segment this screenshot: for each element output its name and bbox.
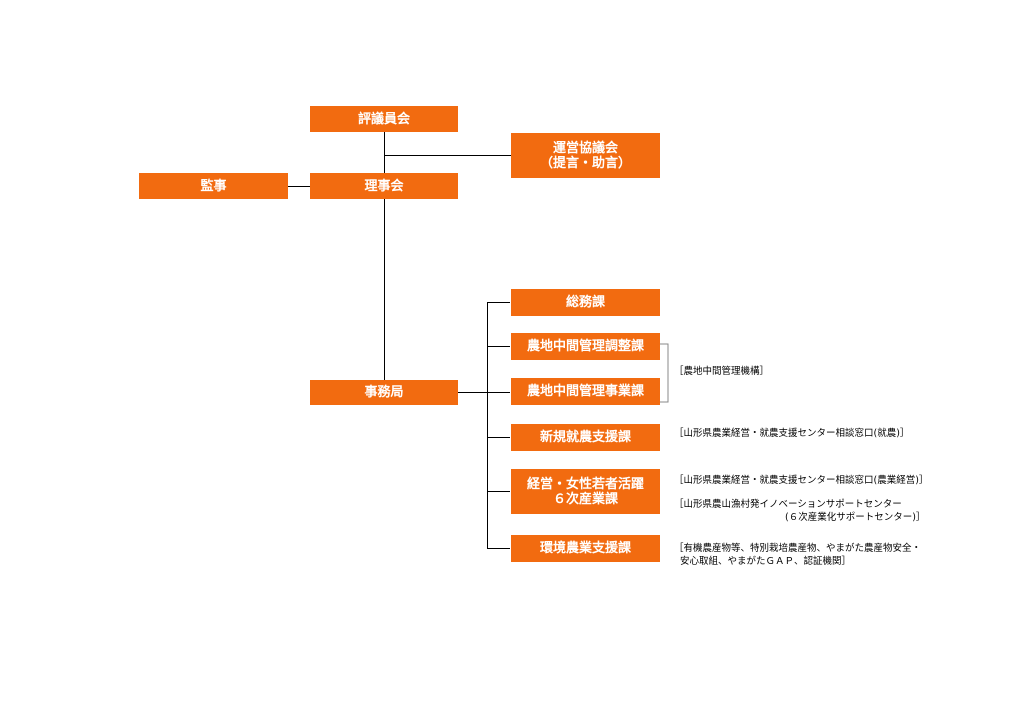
box-nochi-chosei: 農地中間管理調整課: [511, 333, 660, 360]
line-to-nochi-chosei: [487, 346, 510, 347]
line-to-kankyo: [487, 548, 510, 549]
line-kanji-rijikai: [288, 186, 310, 187]
line-jimukyoku-trunk: [457, 392, 487, 393]
box-keiei: 経営・女性若者活躍 ６次産業課: [511, 469, 660, 514]
line-dept-trunk: [487, 302, 488, 548]
note-kankyo: ［有機農産物等、特別栽培農産物、やまがた農産物安全・: [674, 543, 922, 554]
line-to-somuka: [487, 302, 510, 303]
box-keiei-label: 経営・女性若者活躍: [526, 476, 644, 492]
box-somuka: 総務課: [511, 289, 660, 316]
line-to-keiei: [487, 491, 510, 492]
line-to-nochi-jigyo: [487, 392, 510, 393]
box-jimukyoku: 事務局: [310, 380, 458, 405]
box-shinki: 新規就農支援課: [511, 424, 660, 451]
box-rijikai-label: 理事会: [364, 178, 404, 194]
box-kankyo-label: 環境農業支援課: [539, 541, 631, 556]
box-shinki-label: 新規就農支援課: [539, 430, 631, 445]
box-nochi-chosei-label: 農地中間管理調整課: [526, 339, 644, 354]
note-kankyo-sub: 安心取組、やまがたＧＡＰ、認証機関］: [680, 556, 852, 567]
line-hyogiinkai-rijikai: [384, 132, 385, 174]
box-keiei-sublabel: ６次産業課: [552, 491, 618, 507]
box-unei-kyogikai: 運営協議会 （提言・助言）: [511, 133, 660, 178]
box-jimukyoku-label: 事務局: [364, 385, 404, 400]
box-kanji-label: 監事: [200, 178, 227, 194]
note-keiei-madoguchi: ［山形県農業経営・就農支援センター相談窓口(農業経営)］: [674, 475, 929, 486]
note-innovation-sub: (６次産業化サポートセンター)］: [785, 512, 926, 523]
note-shinki-madoguchi: ［山形県農業経営・就農支援センター相談窓口(就農)］: [674, 428, 910, 439]
box-rijikai: 理事会: [310, 173, 458, 199]
box-nochi-jigyo: 農地中間管理事業課: [511, 378, 660, 405]
box-hyogiinkai: 評議員会: [310, 106, 458, 132]
note-nochi-kiko: ［農地中間管理機構］: [674, 366, 770, 377]
box-unei-label: 運営協議会: [552, 140, 618, 156]
box-unei-sublabel: （提言・助言）: [539, 155, 631, 171]
nochi-group-bracket: [660, 343, 669, 403]
box-kankyo: 環境農業支援課: [511, 535, 660, 562]
box-somuka-label: 総務課: [565, 295, 605, 310]
line-to-unei: [384, 155, 511, 156]
box-kanji: 監事: [139, 173, 288, 199]
box-hyogiinkai-label: 評議員会: [357, 111, 410, 127]
line-rijikai-jimukyoku: [384, 199, 385, 380]
line-to-shinki: [487, 437, 510, 438]
note-innovation: ［山形県農山漁村発イノベーションサポートセンター: [674, 499, 902, 510]
box-nochi-jigyo-label: 農地中間管理事業課: [526, 384, 644, 399]
